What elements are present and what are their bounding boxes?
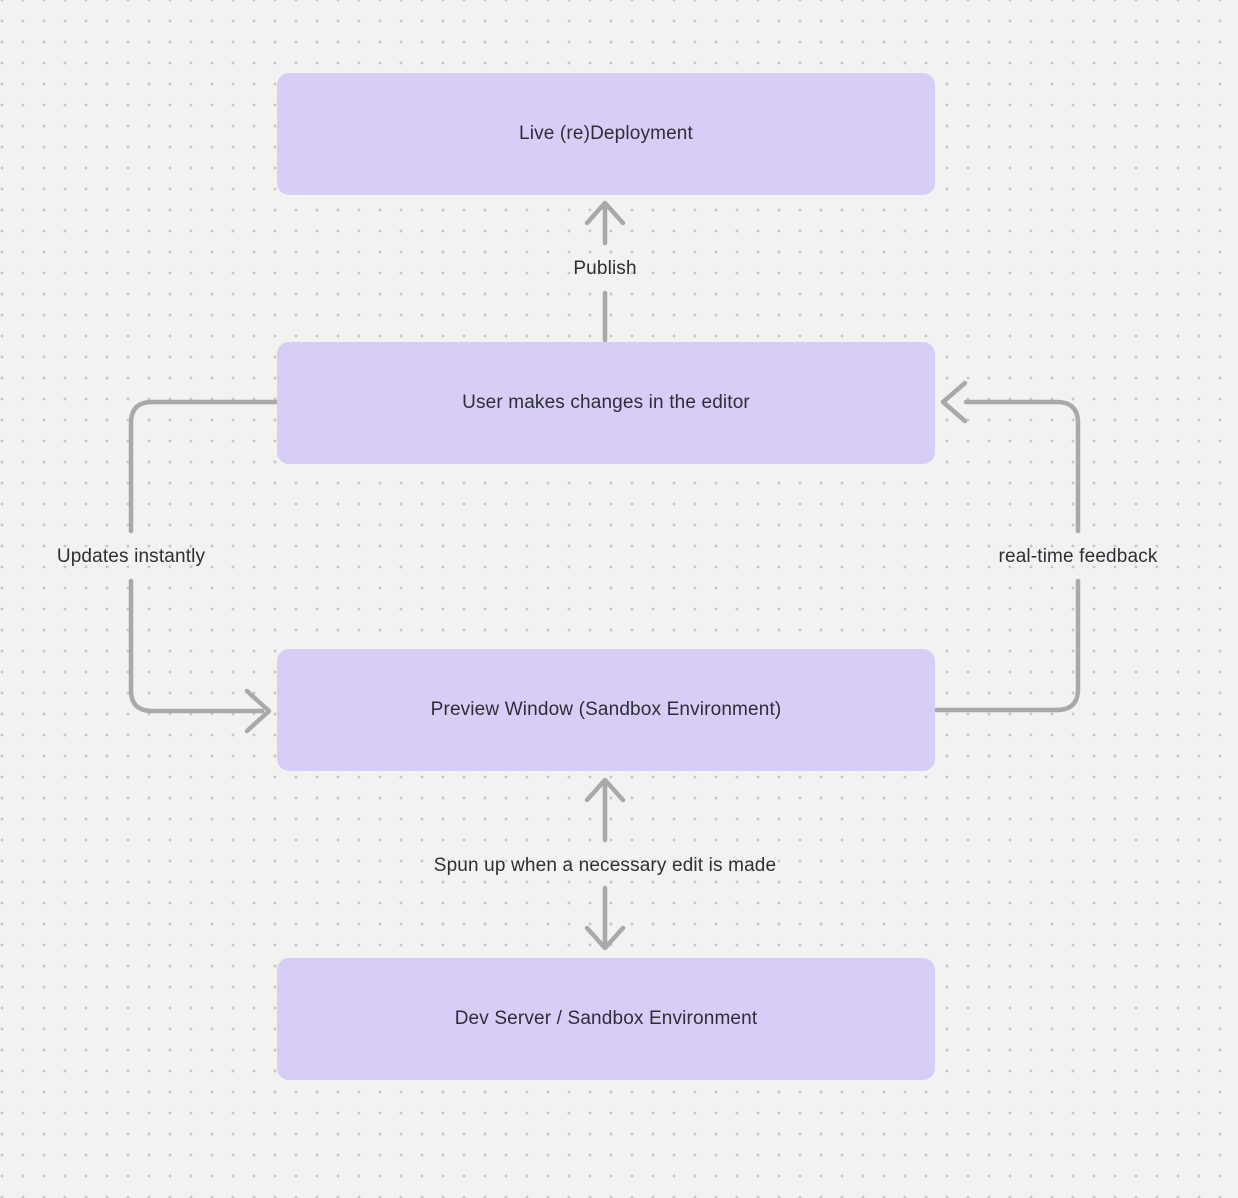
node-user-editor[interactable]: User makes changes in the editor	[277, 342, 935, 464]
arrowhead-up	[584, 200, 626, 226]
edge-label-publish[interactable]: Publish	[573, 258, 637, 279]
node-preview-window[interactable]: Preview Window (Sandbox Environment)	[277, 649, 935, 771]
connector-segment	[128, 578, 265, 714]
connector-segment	[128, 399, 280, 534]
connector-publish[interactable]	[584, 200, 626, 343]
node-label: Preview Window (Sandbox Environment)	[430, 699, 782, 720]
arrowhead-down	[584, 925, 626, 951]
connector-updates-instantly[interactable]	[128, 399, 280, 734]
arrowhead-up	[584, 777, 626, 803]
node-live-redeployment[interactable]: Live (re)Deployment	[277, 73, 935, 195]
edge-label-realtime-feedback[interactable]: real-time feedback	[998, 546, 1158, 567]
node-dev-server[interactable]: Dev Server / Sandbox Environment	[277, 958, 935, 1080]
node-label: Dev Server / Sandbox Environment	[454, 1008, 758, 1029]
arrowhead-left	[940, 380, 968, 424]
edge-label-spun-up[interactable]: Spun up when a necessary edit is made	[433, 855, 777, 876]
edge-label-updates-instantly[interactable]: Updates instantly	[56, 546, 206, 567]
connector-segment	[963, 399, 1081, 534]
connector-spun-up[interactable]	[584, 777, 626, 951]
node-label: User makes changes in the editor	[462, 392, 750, 413]
connector-segment	[932, 578, 1081, 713]
connector-realtime-feedback[interactable]	[932, 380, 1081, 713]
node-label: Live (re)Deployment	[519, 123, 693, 144]
arrowhead-right	[244, 688, 272, 734]
